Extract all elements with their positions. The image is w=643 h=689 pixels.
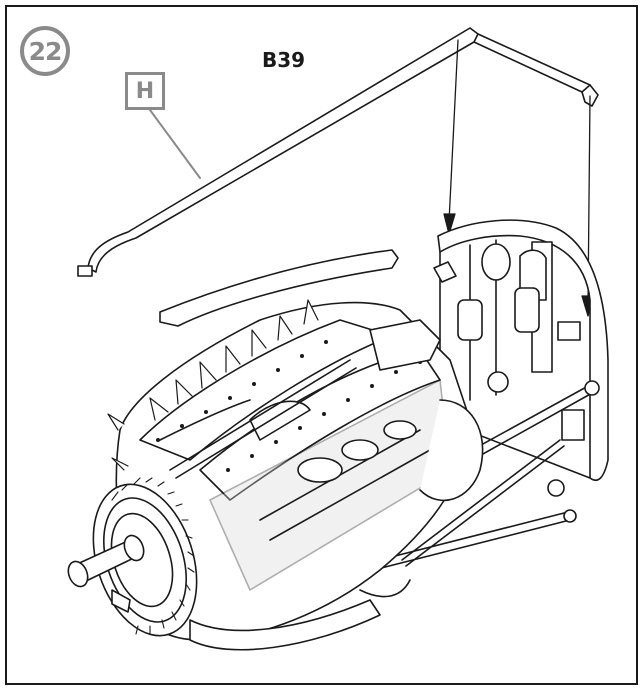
sprue-callout-box: H [125,72,165,110]
engine-block [107,299,484,641]
b39-frame-part [77,27,599,327]
sprue-leader-line [149,109,201,179]
engine-sump [111,579,411,651]
step-number: 22 [28,36,63,66]
firewall-bulkhead [433,219,609,497]
step-number-badge: 22 [20,26,70,76]
propeller-shaft [67,534,145,588]
sprue-letter: H [135,78,155,104]
part-number-label: B39 [262,48,306,72]
